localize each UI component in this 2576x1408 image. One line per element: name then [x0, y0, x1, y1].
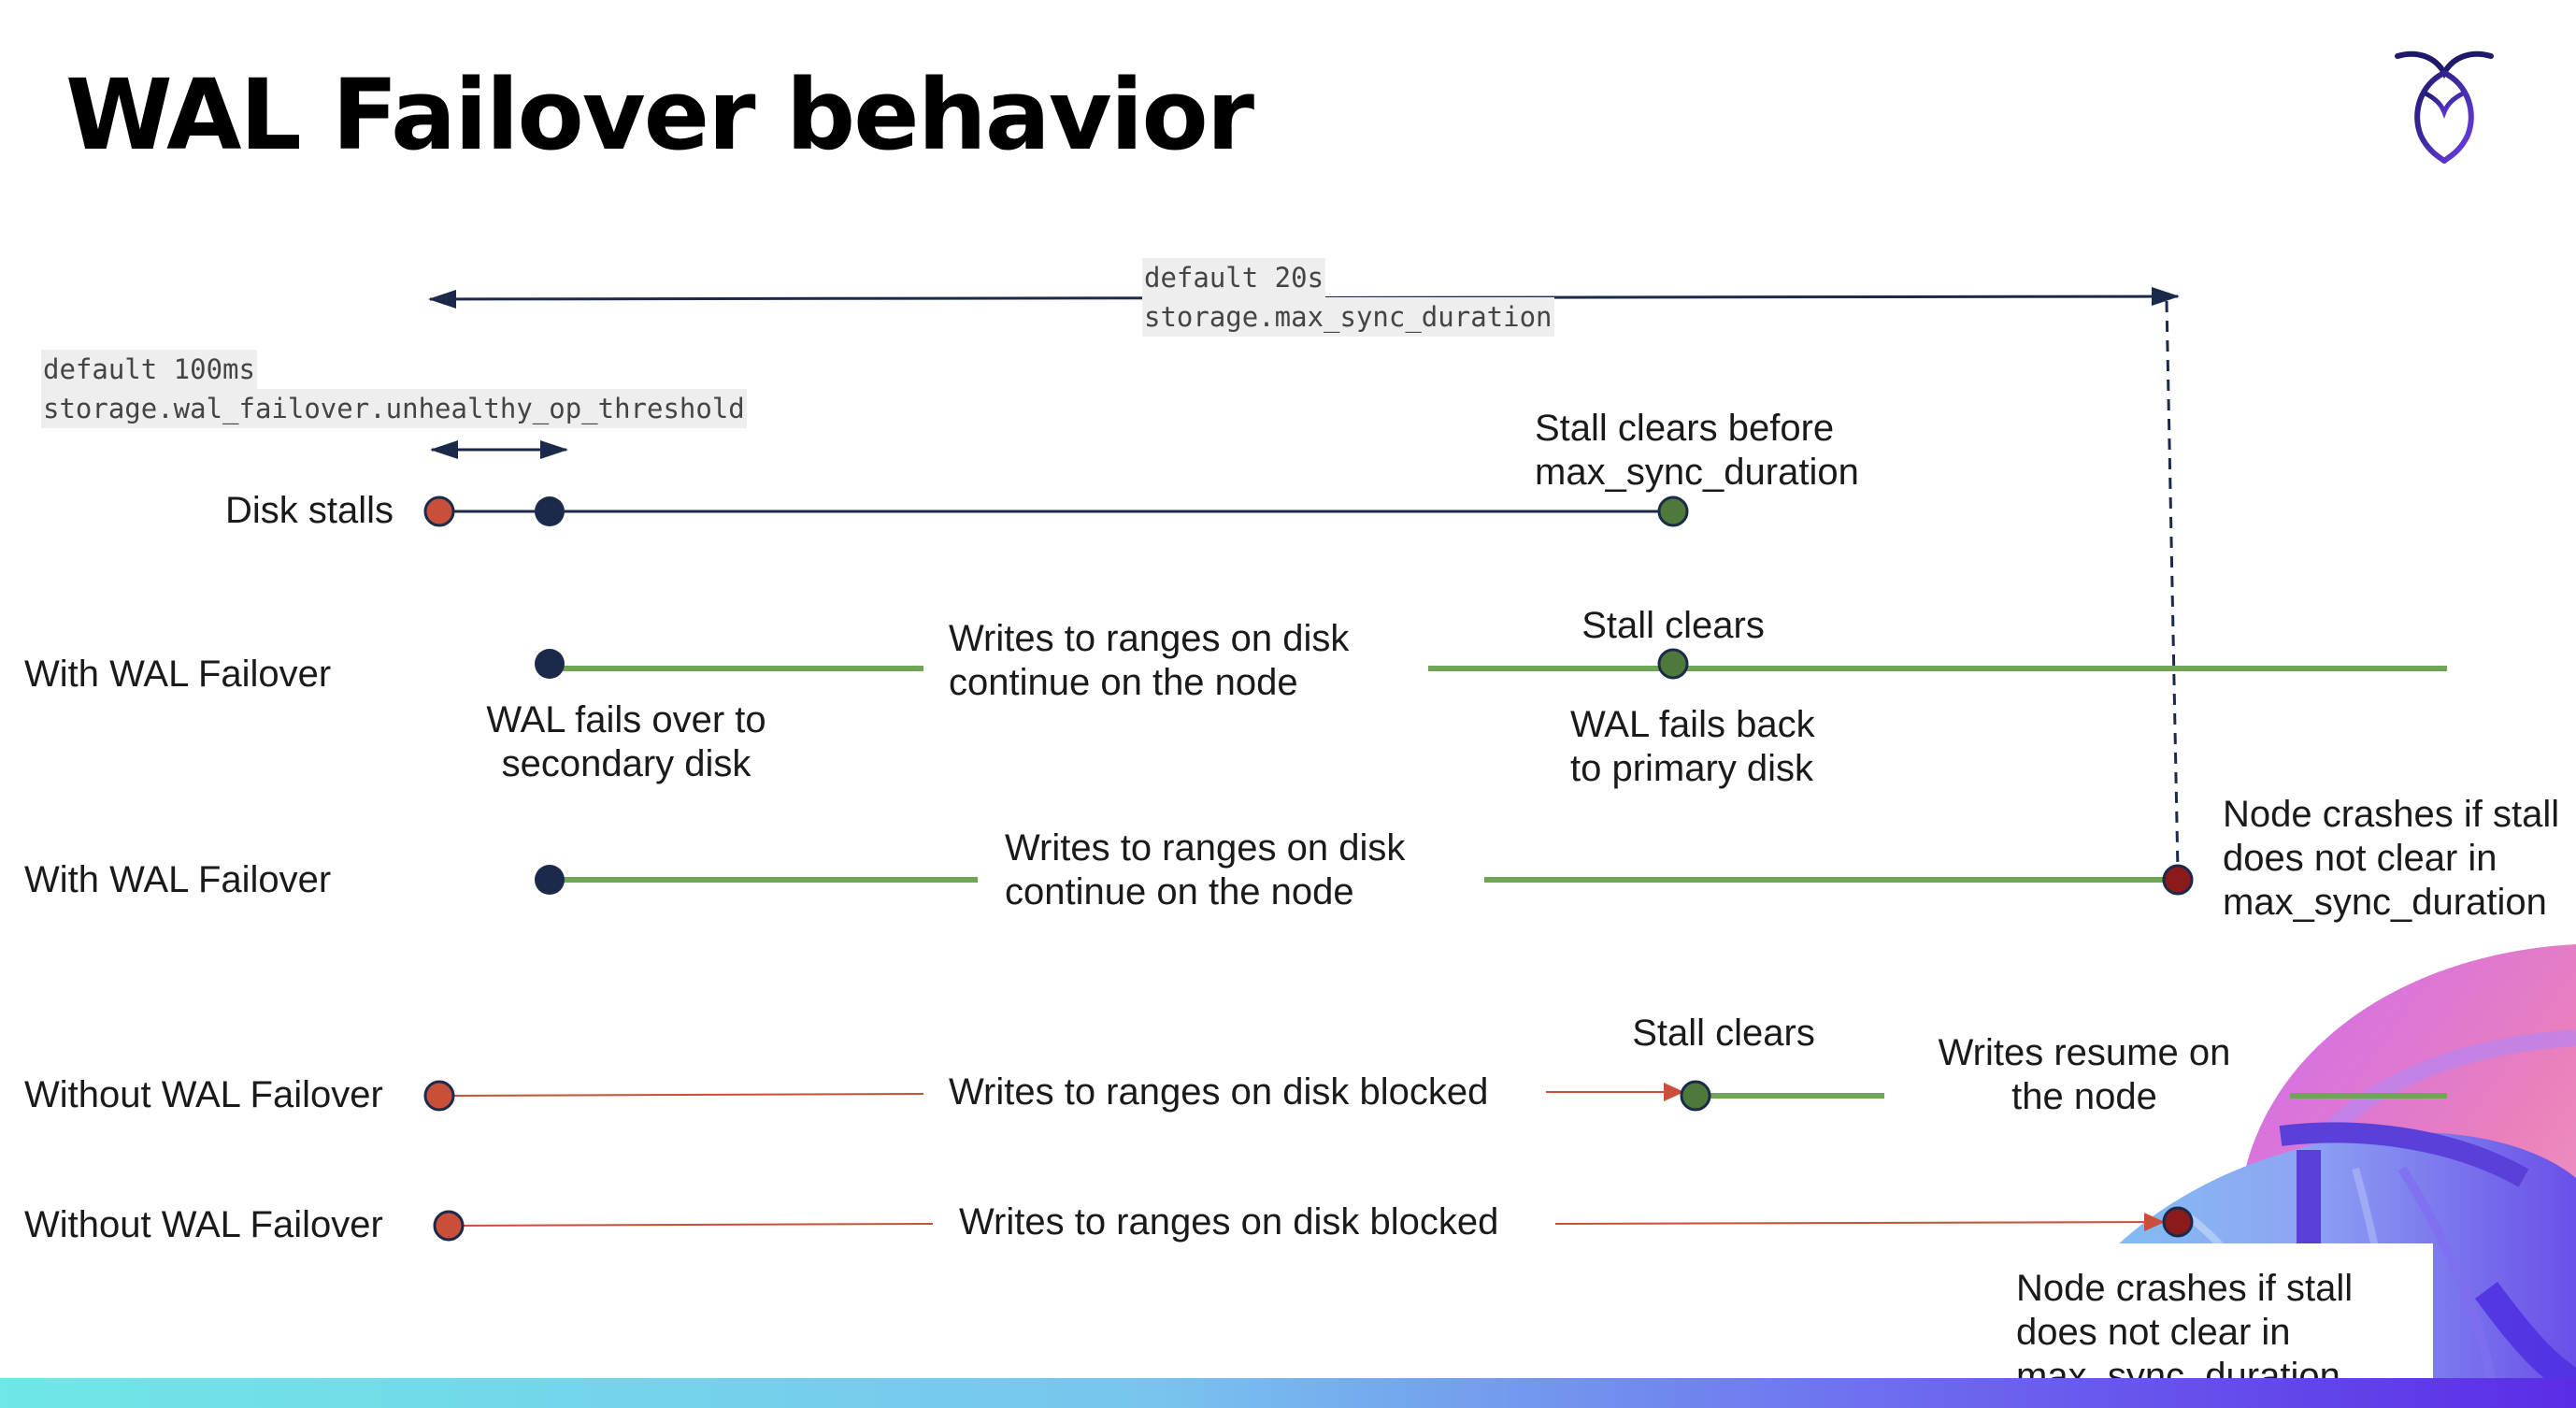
no-failover-1-blocked: Writes to ranges on disk blocked [949, 1071, 1489, 1113]
failover-1-writes-note: Writes to ranges on disk continue on the… [949, 618, 1350, 703]
failover-1-stall-clears: Stall clears [1581, 605, 1765, 646]
no-failover-2-red-arrow [1554, 1213, 2165, 1232]
stall-clears-before-note: Stall clears before max_sync_duration [1535, 408, 1859, 493]
threshold-default: default 100ms [41, 350, 257, 389]
wal-fails-over-note: WAL fails over to secondary disk [486, 699, 766, 784]
failover-2-start-dot [535, 865, 565, 895]
failover-2-crash-note: Node crashes if stall does not clear in … [2223, 794, 2560, 923]
max-sync-name: storage.max_sync_duration [1142, 297, 1554, 337]
row-label-without-failover-2: Without WAL Failover [24, 1204, 383, 1245]
wal-fails-back-note: WAL fails back to primary disk [1570, 704, 1815, 789]
row-label-with-failover-1: With WAL Failover [24, 654, 332, 695]
threshold-name: storage.wal_failover.unhealthy_op_thresh… [41, 389, 747, 428]
threshold-param: default 100ms storage.wal_failover.unhea… [41, 350, 747, 428]
no-failover-2-blocked: Writes to ranges on disk blocked [959, 1201, 1499, 1243]
failover-1-clears-dot [1657, 648, 1689, 680]
no-failover-1-red-line [438, 1093, 924, 1097]
max-sync-dashed-line [2165, 300, 2180, 872]
no-failover-1-clears-dot [1680, 1080, 1711, 1112]
row-label-without-failover-1: Without WAL Failover [24, 1074, 383, 1115]
stall-clears-dot [1657, 496, 1689, 527]
max-sync-default: default 20s [1142, 258, 1326, 297]
disk-stall-start-dot [423, 496, 455, 527]
no-failover-2-crash-note: Node crashes if stall does not clear in … [2016, 1268, 2354, 1397]
failover-1-start-dot [535, 649, 565, 679]
no-failover-2-crash-dot [2162, 1206, 2194, 1238]
cockroach-labs-logo-icon [2395, 50, 2494, 164]
writes-resume-note: Writes resume on the node [1938, 1032, 2231, 1117]
threshold-dot [535, 496, 565, 526]
no-failover-2-start-dot [433, 1210, 465, 1242]
failover-2-writes-note: Writes to ranges on disk continue on the… [1005, 827, 1406, 912]
footer-gradient-bar [0, 1378, 2576, 1408]
slide-title: WAL Failover behavior [65, 58, 1254, 172]
failover-2-crash-dot [2162, 864, 2194, 896]
max-sync-duration-param: default 20s storage.max_sync_duration [1142, 258, 1554, 337]
no-failover-2-red-line [448, 1223, 934, 1227]
no-failover-1-start-dot [423, 1080, 455, 1112]
no-failover-1-stall-clears: Stall clears [1632, 1013, 1815, 1054]
row-label-with-failover-2: With WAL Failover [24, 859, 332, 900]
row-label-disk-stalls: Disk stalls [225, 490, 394, 531]
